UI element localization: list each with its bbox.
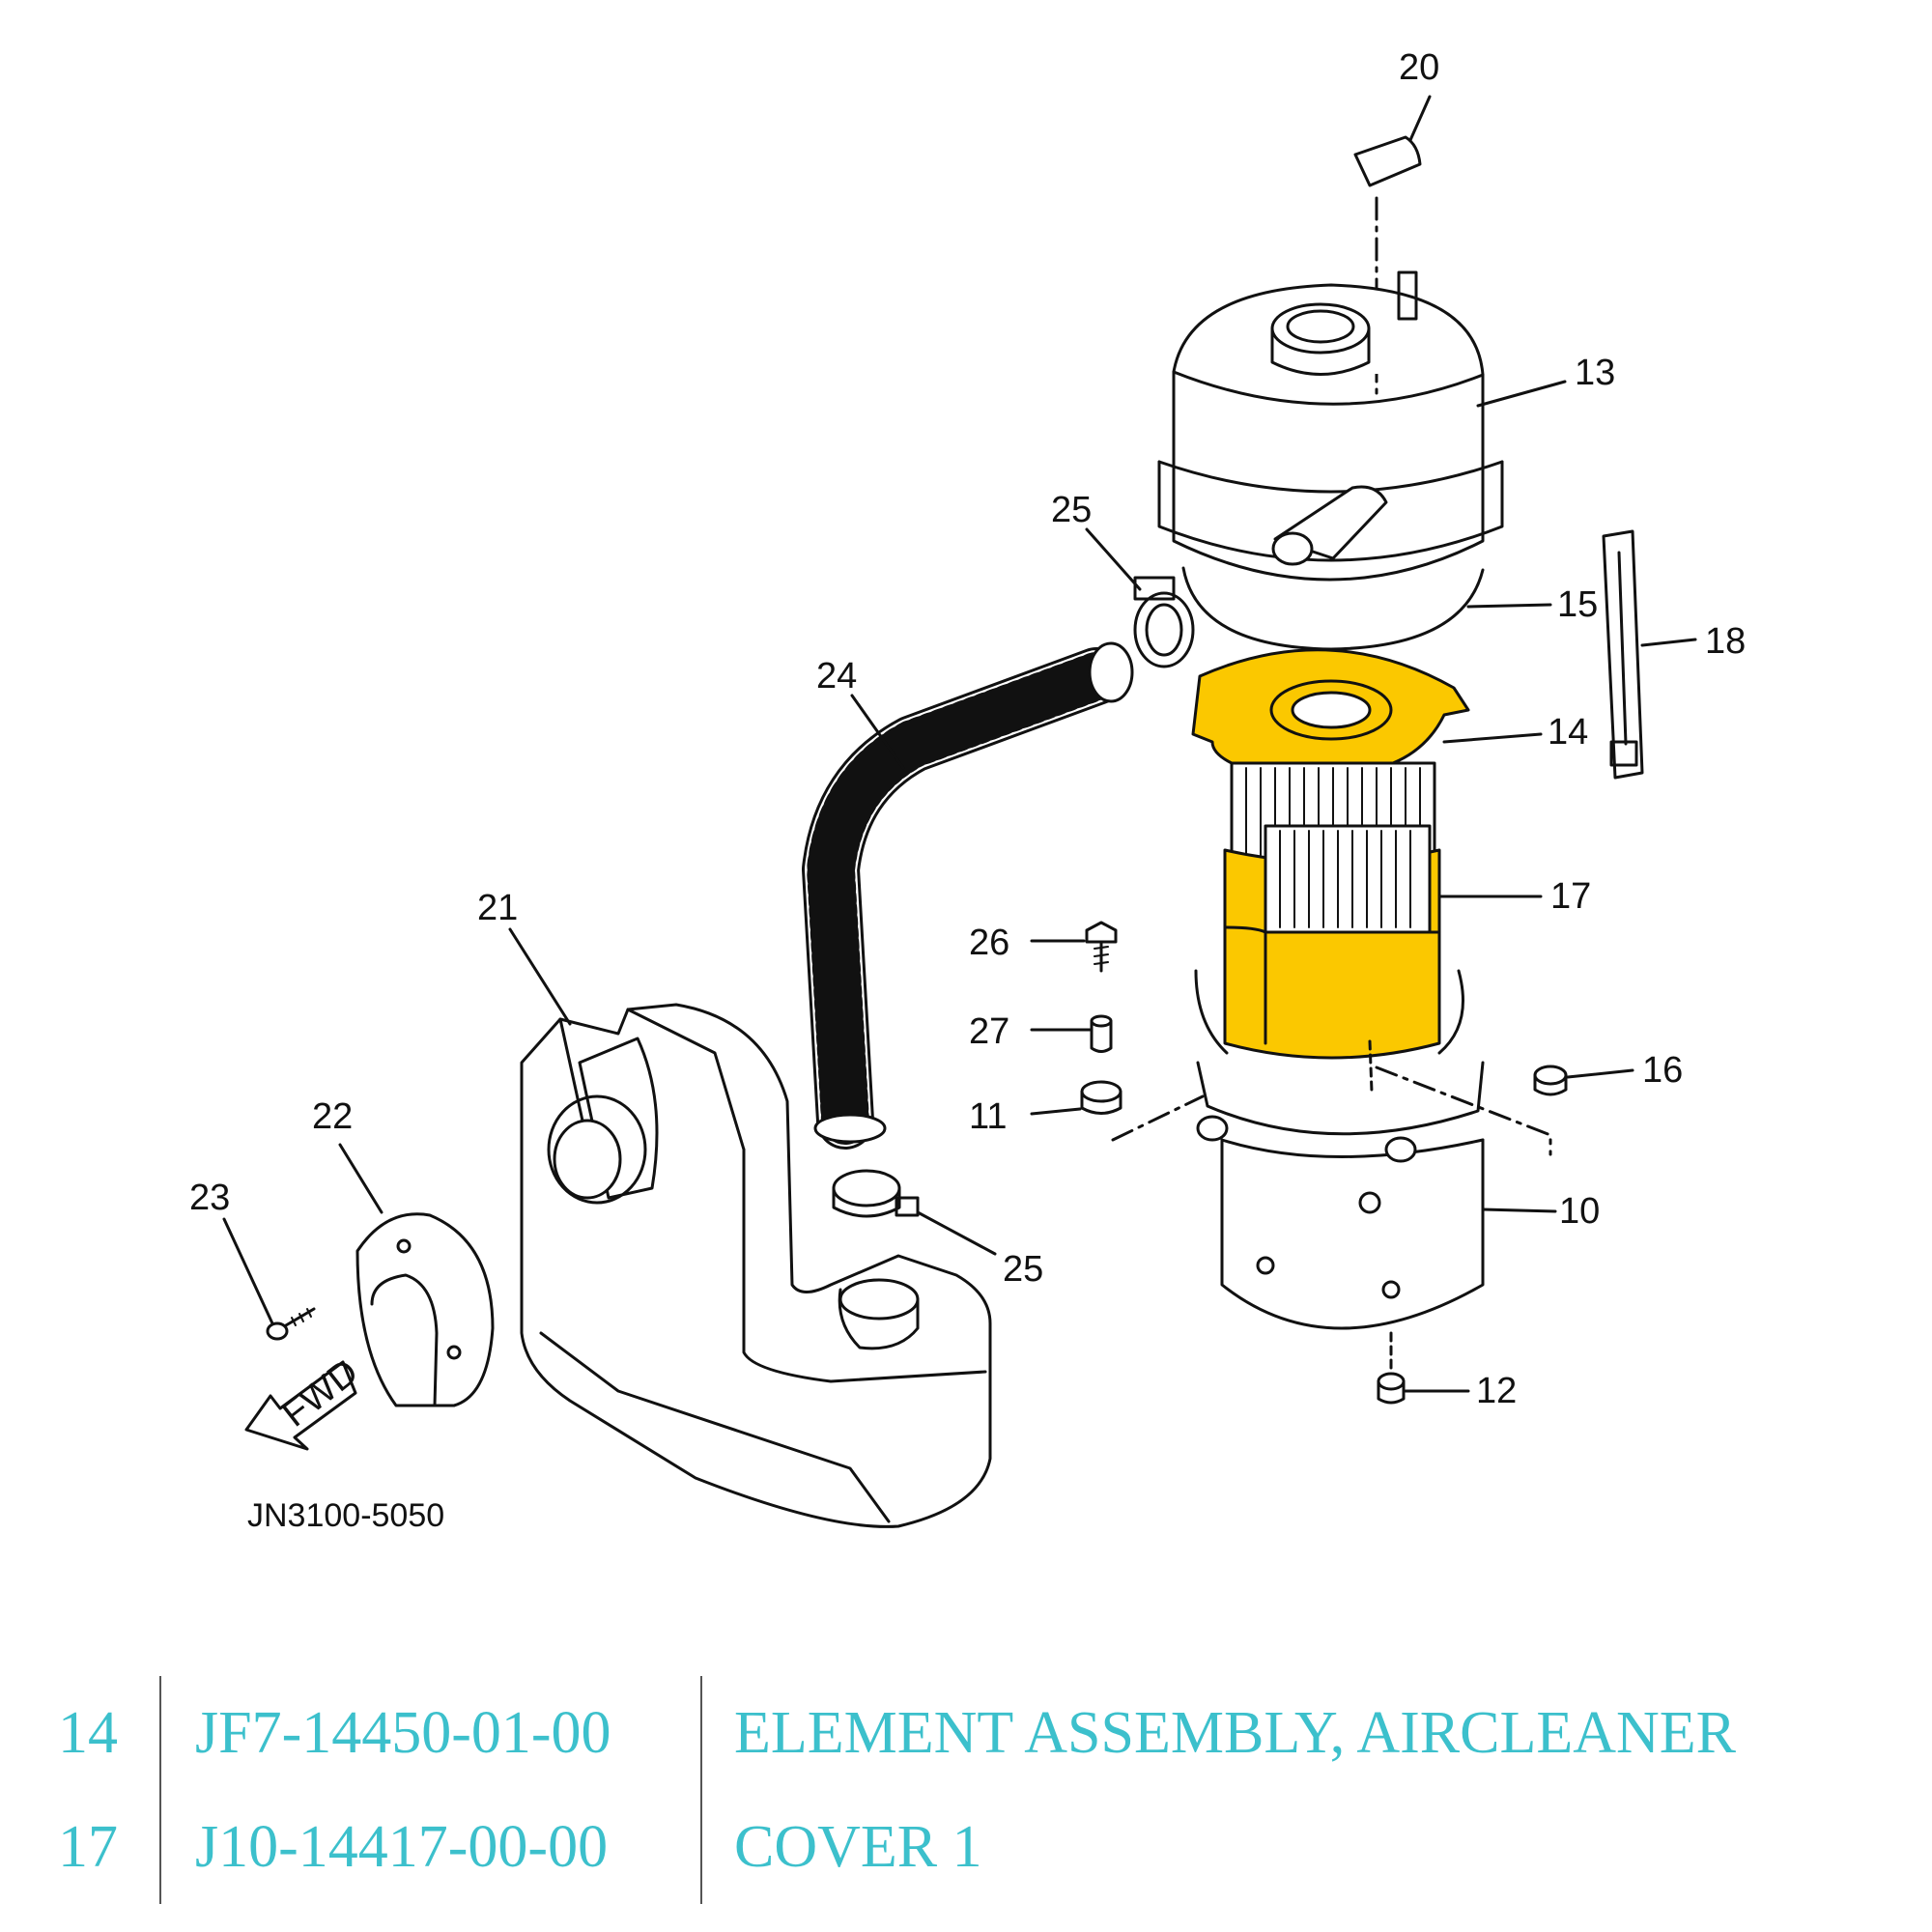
callout-11: 11	[969, 1096, 1007, 1137]
part-24-leader	[850, 694, 905, 770]
column-divider	[159, 1790, 161, 1904]
part-10-leader	[1481, 1208, 1557, 1213]
parts-row-17: 17 J10-14417-00-00 COVER 1	[48, 1790, 1903, 1904]
part-12-plug	[1377, 1331, 1406, 1405]
part-code: J10-14417-00-00	[195, 1814, 609, 1880]
parts-row-14: 14 JF7-14450-01-00 ELEMENT ASSEMBLY, AIR…	[48, 1676, 1903, 1790]
part-18-leader	[1640, 638, 1697, 647]
part-13-leader	[1476, 380, 1567, 408]
column-divider	[700, 1676, 702, 1790]
callout-24: 24	[816, 656, 857, 696]
part-22-leader	[338, 1143, 384, 1214]
callout-21: 21	[477, 888, 518, 928]
part-11-leader	[1030, 1107, 1082, 1116]
part-25-upper-leader	[1085, 527, 1142, 591]
part-23-leader	[222, 1217, 274, 1325]
callout-14: 14	[1548, 712, 1588, 753]
part-16-plug	[1533, 1065, 1568, 1096]
callout-25-lower: 25	[1003, 1249, 1043, 1290]
callout-26: 26	[969, 923, 1009, 963]
part-code: JF7-14450-01-00	[195, 1700, 611, 1766]
column-divider	[700, 1790, 702, 1904]
callout-20: 20	[1399, 47, 1439, 88]
part-25-lower-leader	[916, 1210, 997, 1256]
part-13-upper-body	[1157, 270, 1504, 582]
callout-22: 22	[312, 1096, 353, 1137]
exploded-parts-diagram: 20 13 25 15 18 24 14 17 21 26 27 11 16 2…	[189, 47, 1746, 1534]
callout-15: 15	[1557, 584, 1598, 625]
callout-27: 27	[969, 1011, 1009, 1052]
callout-13: 13	[1575, 353, 1615, 393]
part-16-leader	[1566, 1068, 1634, 1079]
part-25-upper-clamp	[1133, 576, 1195, 668]
dashed-guide	[1111, 1065, 1552, 1156]
part-number: 17	[58, 1814, 118, 1880]
part-25-lower-clamp	[832, 1169, 920, 1218]
part-24-hose	[802, 641, 1134, 1150]
diagram-id: JN3100-5050	[247, 1497, 444, 1534]
part-23-screw	[266, 1307, 316, 1341]
part-description: COVER 1	[734, 1814, 982, 1880]
callout-12: 12	[1476, 1371, 1517, 1411]
callout-25-upper: 25	[1051, 490, 1092, 530]
part-15-leader	[1466, 603, 1552, 609]
parts-table: 14 JF7-14450-01-00 ELEMENT ASSEMBLY, AIR…	[48, 1676, 1903, 1904]
part-21-leader	[508, 927, 572, 1026]
part-21-intake-duct	[520, 1003, 992, 1528]
callout-23: 23	[189, 1178, 230, 1218]
part-26-bolt	[1085, 921, 1118, 973]
part-14-leader	[1442, 732, 1543, 744]
column-divider	[159, 1676, 161, 1790]
part-17-cover	[1223, 824, 1441, 1094]
callout-18: 18	[1705, 621, 1746, 662]
fwd-arrow-icon	[244, 1360, 357, 1451]
part-18-strap	[1602, 529, 1644, 780]
callout-10: 10	[1559, 1191, 1600, 1232]
part-11-grommet	[1080, 1080, 1122, 1115]
part-20-cap	[1353, 135, 1422, 187]
part-number: 14	[58, 1700, 118, 1766]
part-22-cover	[355, 1212, 495, 1407]
part-20-leader	[1408, 95, 1432, 142]
part-27-collar	[1090, 1014, 1113, 1053]
part-description: ELEMENT ASSEMBLY, AIRCLEANER	[734, 1700, 1736, 1766]
callout-17: 17	[1550, 876, 1591, 917]
part-10-lower-body	[1194, 969, 1485, 1330]
callout-16: 16	[1642, 1050, 1683, 1091]
